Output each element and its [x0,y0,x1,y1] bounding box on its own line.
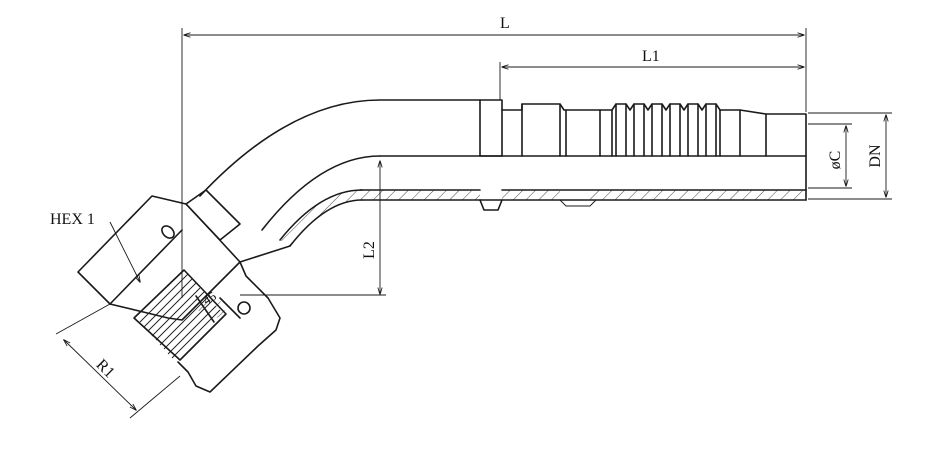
seat-body [177,261,281,393]
label-hex1: HEX 1 [50,211,95,228]
tail-taper [719,109,807,201]
seat-angle-line [195,295,215,323]
inner-bore-step [559,199,597,207]
bend-hatch [280,190,362,246]
hose-tail [359,99,807,211]
extension-line-R1-a [55,303,111,335]
bend-inner [261,155,381,231]
hex-edge [109,229,183,305]
bend-outer [199,99,481,197]
dimension-L1: L1 [499,48,804,100]
seat-link [239,245,291,263]
o-ring [237,301,251,315]
label-C-text: C [827,151,844,162]
label-C: øC [827,151,844,170]
swivel-assembly: 45 [77,189,291,393]
hatch-wall-3 [590,190,806,200]
label-L: L [500,15,510,32]
leader-hex1 [109,221,140,282]
hatch-wall-1 [360,190,480,200]
serrations [611,103,721,157]
dimension-C: øC [808,123,852,189]
dimension-R1: R1 [55,303,181,419]
label-angle: 45 [200,288,219,307]
label-DN: DN [867,144,884,168]
diameter-symbol: ø [827,161,844,169]
dimension-DN: DN [808,112,892,200]
label-R1: R1 [93,356,118,381]
dimension-L: L [181,15,807,298]
dimension-line-R1 [64,340,136,410]
nut-hole [161,225,175,239]
collar [479,99,503,157]
socket-outline [501,103,613,157]
extension-line-R1-b [129,375,181,419]
seat-inner [219,297,241,319]
collar-bottom [479,199,503,211]
bent-tube [199,99,481,247]
hatch-wall-2 [502,190,560,200]
label-L1: L1 [642,48,660,65]
dimension-L2: L2 [240,161,386,296]
callout-hex1: HEX 1 [50,211,140,282]
label-L2: L2 [361,241,378,259]
